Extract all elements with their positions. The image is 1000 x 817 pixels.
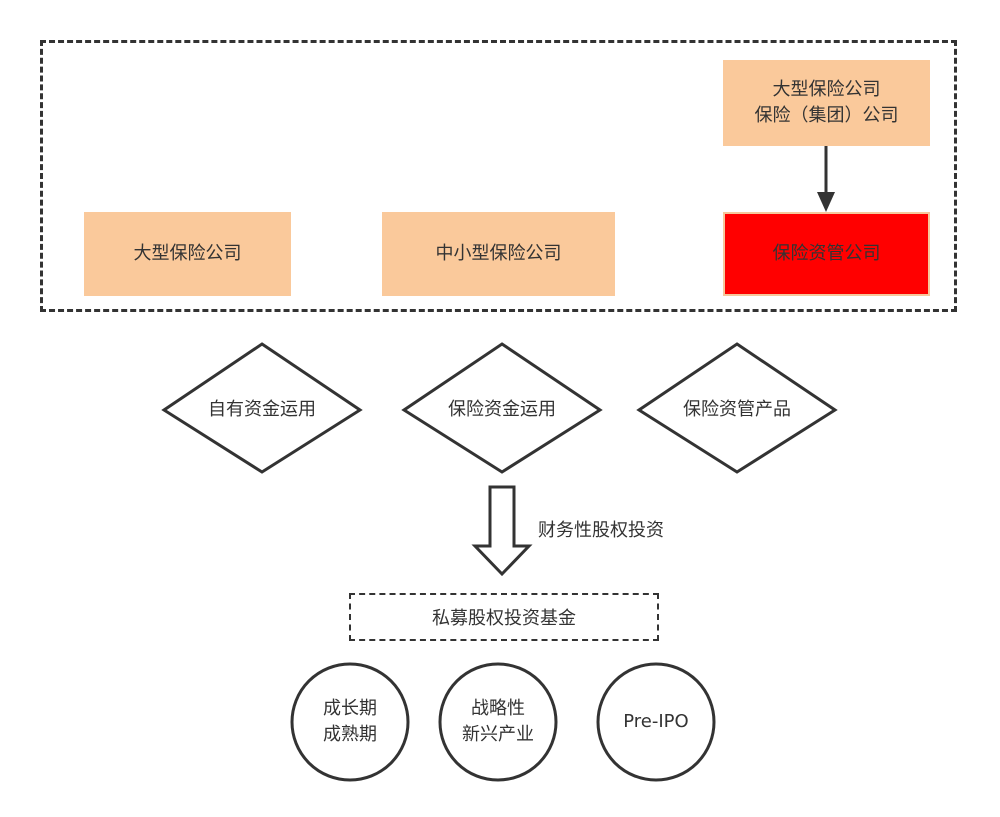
diamond-insurance-funds <box>401 342 603 474</box>
circle-growth-mature-line2: 成熟期 <box>323 724 377 745</box>
asset-mgmt-label: 保险资管公司 <box>772 243 881 264</box>
diamond-asset-products-label: 保险资管产品 <box>683 399 791 420</box>
diamond-asset-products <box>636 342 838 474</box>
pe-fund-box: 私募股权投资基金 <box>349 593 659 641</box>
circle-growth-mature-text: 成长期 成熟期 <box>290 663 410 781</box>
circle-strategic-emerging-line2: 新兴产业 <box>462 724 534 745</box>
circle-growth-mature-line1: 成长期 <box>323 698 377 719</box>
group-company-line2: 保险（集团）公司 <box>754 105 899 126</box>
connector-arrow-head <box>817 192 835 212</box>
circle-growth-mature <box>290 662 410 782</box>
hollow-down-arrow <box>471 485 533 577</box>
diamond-self-funds <box>161 342 363 474</box>
insurer-group-frame <box>40 40 957 312</box>
small-insurer-box: 中小型保险公司 <box>382 212 615 296</box>
equity-investment-label: 财务性股权投资 <box>538 520 664 541</box>
group-company-line1: 大型保险公司 <box>772 79 881 100</box>
small-insurer-label: 中小型保险公司 <box>435 243 562 264</box>
circle-pre-ipo-text: Pre-IPO <box>596 663 716 781</box>
diamond-self-funds-label: 自有资金运用 <box>208 399 316 420</box>
asset-mgmt-box: 保险资管公司 <box>723 212 930 296</box>
group-company-box: 大型保险公司 保险（集团）公司 <box>723 60 930 146</box>
large-insurer-label: 大型保险公司 <box>133 243 242 264</box>
large-insurer-box: 大型保险公司 <box>84 212 291 296</box>
circle-pre-ipo-line1: Pre-IPO <box>623 711 689 732</box>
circle-pre-ipo <box>596 662 716 782</box>
pe-fund-label: 私募股权投资基金 <box>432 608 576 629</box>
circle-strategic-emerging-text: 战略性 新兴产业 <box>438 663 558 781</box>
circle-strategic-emerging <box>438 662 558 782</box>
circle-strategic-emerging-line1: 战略性 <box>471 698 525 719</box>
diamond-insurance-funds-label: 保险资金运用 <box>448 399 556 420</box>
